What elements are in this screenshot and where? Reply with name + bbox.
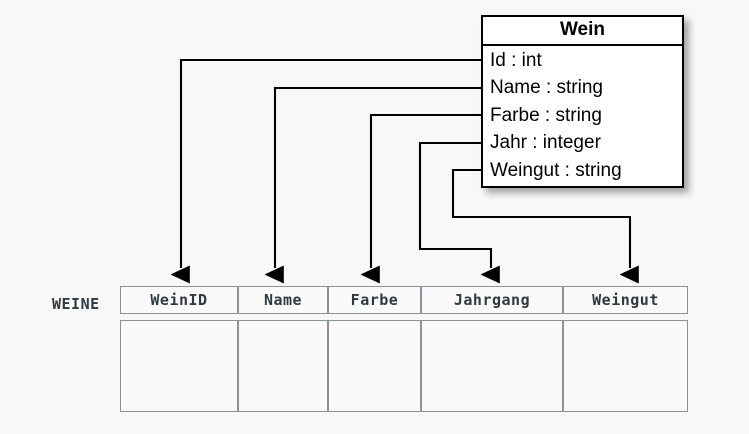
uml-attribute-jahr[interactable]: Jahr : integer [490,132,601,154]
table-row [120,320,688,412]
table-cell-weingut[interactable] [563,320,688,412]
column-header-weinid[interactable]: WeinID [120,286,238,314]
uml-attribute-list: Id : int Name : string Farbe : string Ja… [483,46,682,186]
table-cell-name[interactable] [238,320,328,412]
connector-id-to-weinid [181,58,481,268]
uml-attribute-name[interactable]: Name : string [490,77,603,99]
uml-attribute-farbe[interactable]: Farbe : string [490,104,602,126]
relation-name-label: WEINE [52,295,100,313]
relation-table: WeinID Name Farbe Jahrgang Weingut [120,286,688,412]
table-cell-weinid[interactable] [120,320,238,412]
column-header-name[interactable]: Name [238,286,328,314]
column-header-jahrgang[interactable]: Jahrgang [421,286,563,314]
uml-attribute-weingut[interactable]: Weingut : string [490,159,622,181]
connector-farbe-to-farbe [371,113,481,268]
relation-table-wrapper: WeinID Name Farbe Jahrgang Weingut [120,286,688,412]
table-cell-farbe[interactable] [328,320,421,412]
connector-name-to-name [275,86,481,268]
column-header-weingut[interactable]: Weingut [563,286,688,314]
uml-attribute-id[interactable]: Id : int [490,49,542,71]
uml-class-name: Wein [483,17,682,46]
table-cell-jahrgang[interactable] [421,320,563,412]
uml-class-box[interactable]: Wein Id : int Name : string Farbe : stri… [481,15,684,188]
column-header-farbe[interactable]: Farbe [328,286,421,314]
table-header-row: WeinID Name Farbe Jahrgang Weingut [120,286,688,314]
